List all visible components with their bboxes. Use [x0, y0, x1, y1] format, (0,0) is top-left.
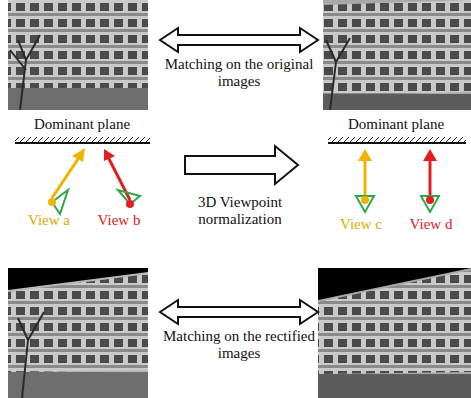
transform-label: 3D Viewpoint normalization	[170, 194, 310, 228]
double-arrow	[160, 300, 318, 324]
view-label: View b	[84, 212, 154, 229]
rectified-photo	[318, 268, 471, 398]
camera-d	[421, 149, 439, 212]
plane-label: Dominant plane	[326, 116, 466, 133]
caption-label: Matching on the rectified images	[160, 328, 318, 362]
camera-b	[104, 149, 140, 208]
camera-c	[356, 149, 374, 212]
view-label: View d	[396, 216, 466, 233]
plane-label: Dominant plane	[12, 116, 152, 133]
view-label: View c	[326, 216, 396, 233]
caption-label: Matching on the original images	[160, 56, 318, 90]
double-arrow	[160, 28, 318, 52]
camera-a	[48, 148, 85, 214]
building-photo	[323, 0, 471, 110]
dominant-plane	[15, 137, 150, 143]
building-photo	[8, 0, 148, 110]
dominant-plane	[328, 137, 466, 143]
rectified-photo	[8, 268, 148, 398]
transform-arrow	[185, 146, 298, 184]
view-label: View a	[14, 212, 84, 229]
